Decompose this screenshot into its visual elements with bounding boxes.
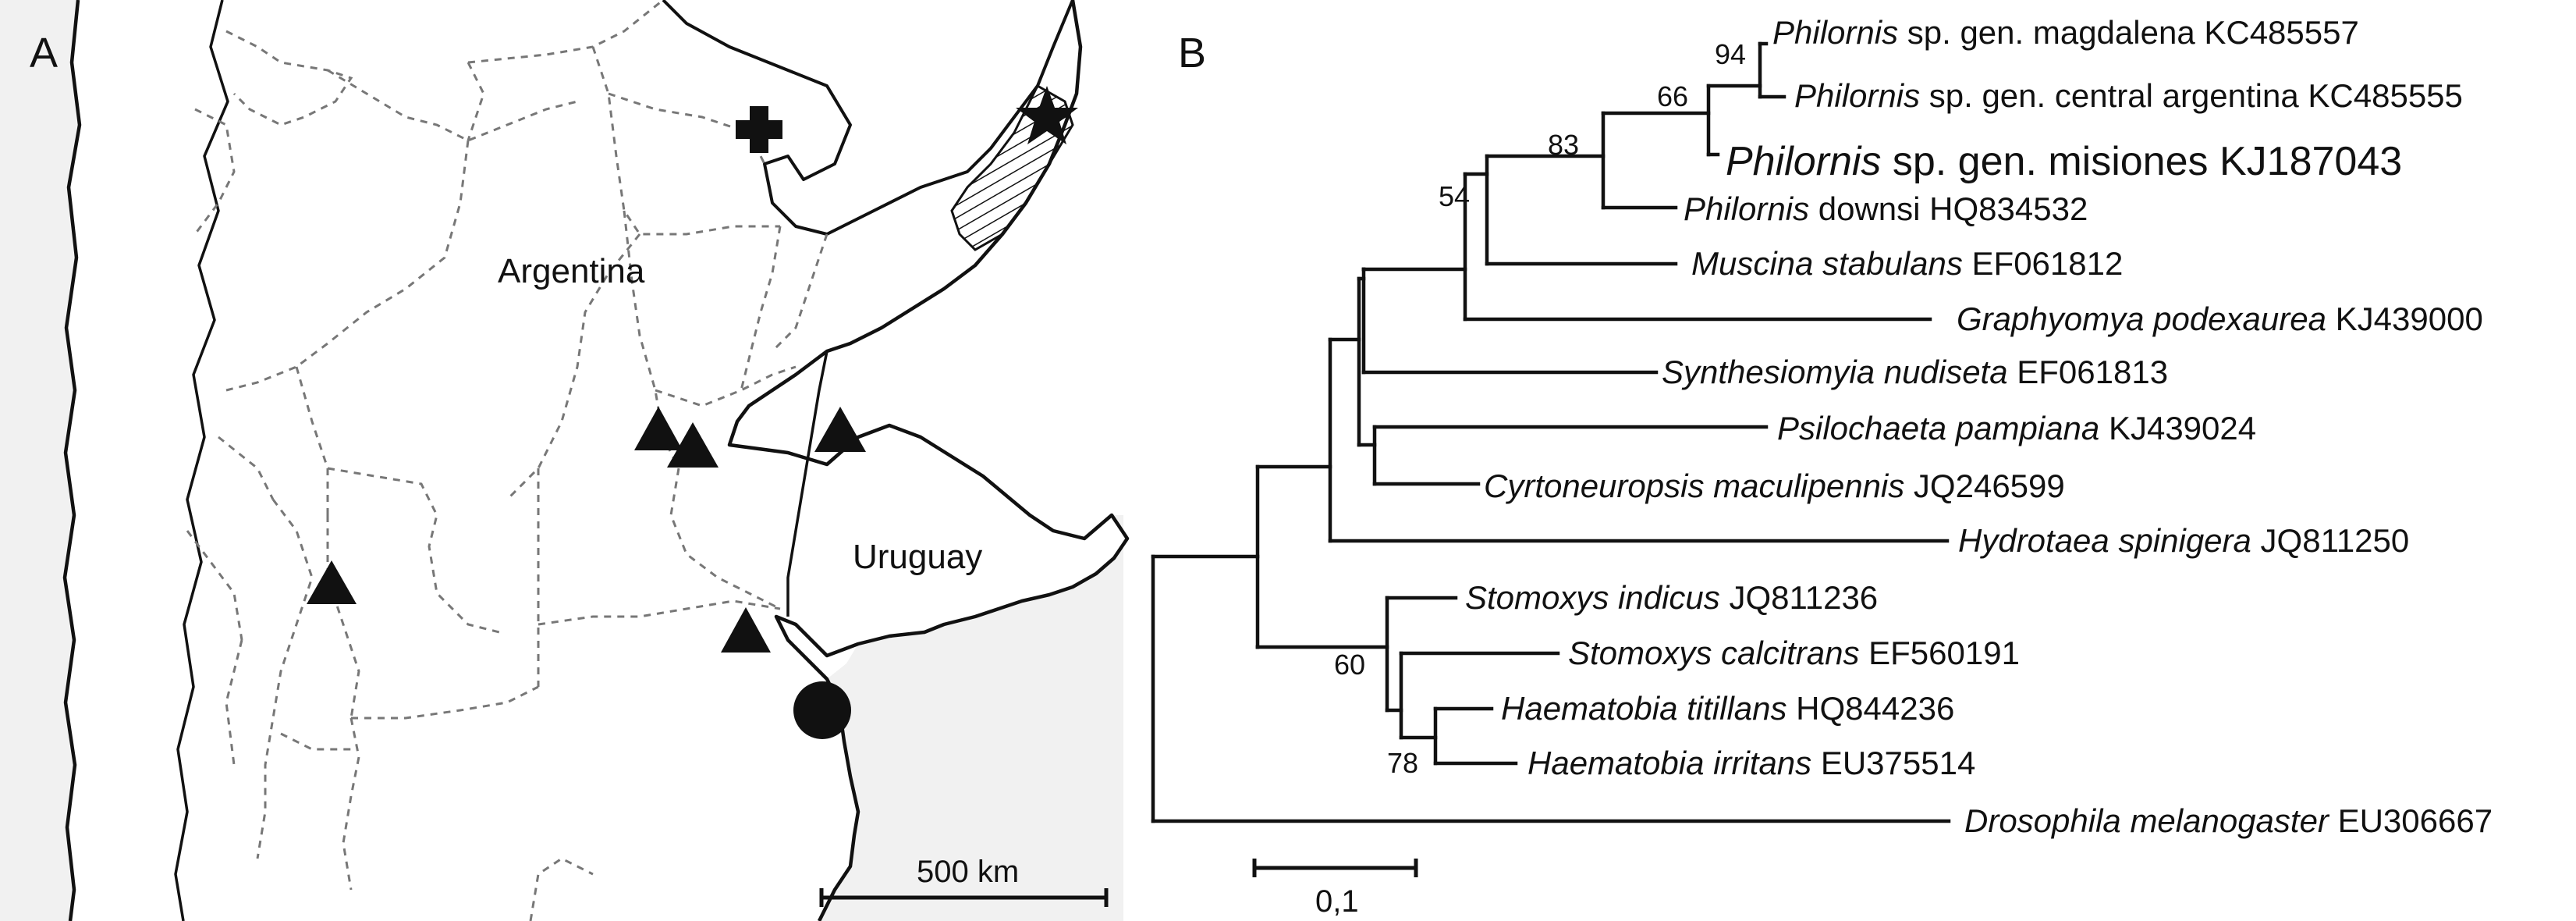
atlantic-coastline [727, 0, 1130, 921]
taxon-label: Psilochaeta pampiana KJ439024 [1777, 410, 2256, 446]
triangle-marker [667, 422, 719, 468]
panel-b-letter: B [1178, 30, 1206, 76]
support-value: 78 [1387, 747, 1418, 779]
taxon-label: Cyrtoneuropsis maculipennis JQ246599 [1484, 468, 2065, 504]
support-value: 83 [1548, 129, 1579, 161]
country-label-argentina: Argentina [498, 252, 645, 290]
support-value: 94 [1715, 38, 1746, 70]
panel-a-letter: A [30, 30, 58, 76]
taxon-label: Philornis sp. gen. central argentina KC4… [1794, 77, 2463, 114]
sampling-markers [307, 86, 1078, 739]
map-scale-label: 500 km [917, 855, 1019, 889]
map-scale-bar: 500 km [819, 855, 1109, 907]
taxon-label: Philornis sp. gen. misiones KJ187043 [1726, 139, 2402, 184]
taxon-label: Graphyomya podexaurea KJ439000 [1957, 300, 2483, 337]
pacific-coastline [62, 0, 82, 921]
star-marker [1016, 86, 1078, 144]
support-value: 54 [1439, 180, 1470, 212]
support-value: 60 [1334, 649, 1365, 681]
provincial-borders [186, 0, 829, 921]
taxon-label: Philornis sp. gen. magdalena KC485557 [1772, 14, 2359, 51]
support-value: 66 [1657, 80, 1688, 112]
tree-scale-bar: 0,1 [1252, 859, 1418, 919]
taxon-label: Haematobia irritans EU375514 [1528, 745, 1975, 781]
tree-panel: B [1151, 14, 2493, 919]
cross-marker [736, 106, 782, 153]
taxon-label: Drosophila melanogaster EU306667 [1964, 802, 2493, 839]
andes-border [174, 0, 229, 921]
support-values: 94 66 83 54 60 78 [1334, 38, 1746, 779]
taxon-label: Muscina stabulans EF061812 [1691, 245, 2123, 282]
triangle-marker [634, 407, 683, 450]
taxon-label: Synthesiomyia nudiseta EF061813 [1662, 354, 2168, 390]
tree-branches [1151, 41, 1951, 823]
taxon-label: Hydrotaea spinigera JQ811250 [1958, 522, 2409, 559]
triangle-marker [307, 560, 357, 604]
tree-scale-label: 0,1 [1315, 884, 1359, 919]
taxon-label: Philornis downsi HQ834532 [1684, 190, 2088, 227]
triangle-marker [721, 607, 771, 653]
ocean-north [1073, 0, 1123, 515]
country-label-uruguay: Uruguay [853, 538, 982, 576]
triangle-marker [814, 407, 866, 452]
taxon-label: Stomoxys calcitrans EF560191 [1568, 635, 2020, 671]
uruguay-river [786, 350, 829, 617]
international-border-north [662, 0, 1074, 236]
map-panel: A Argentina Uruguay 500 km [0, 0, 1130, 921]
pacific-ocean [0, 0, 80, 921]
taxon-label: Haematobia titillans HQ844236 [1501, 690, 1954, 727]
taxon-label: Stomoxys indicus JQ811236 [1465, 579, 1878, 616]
circle-marker [793, 681, 851, 739]
ocean [819, 515, 1127, 921]
taxon-labels: Philornis sp. gen. magdalena KC485557 Ph… [1465, 14, 2493, 839]
